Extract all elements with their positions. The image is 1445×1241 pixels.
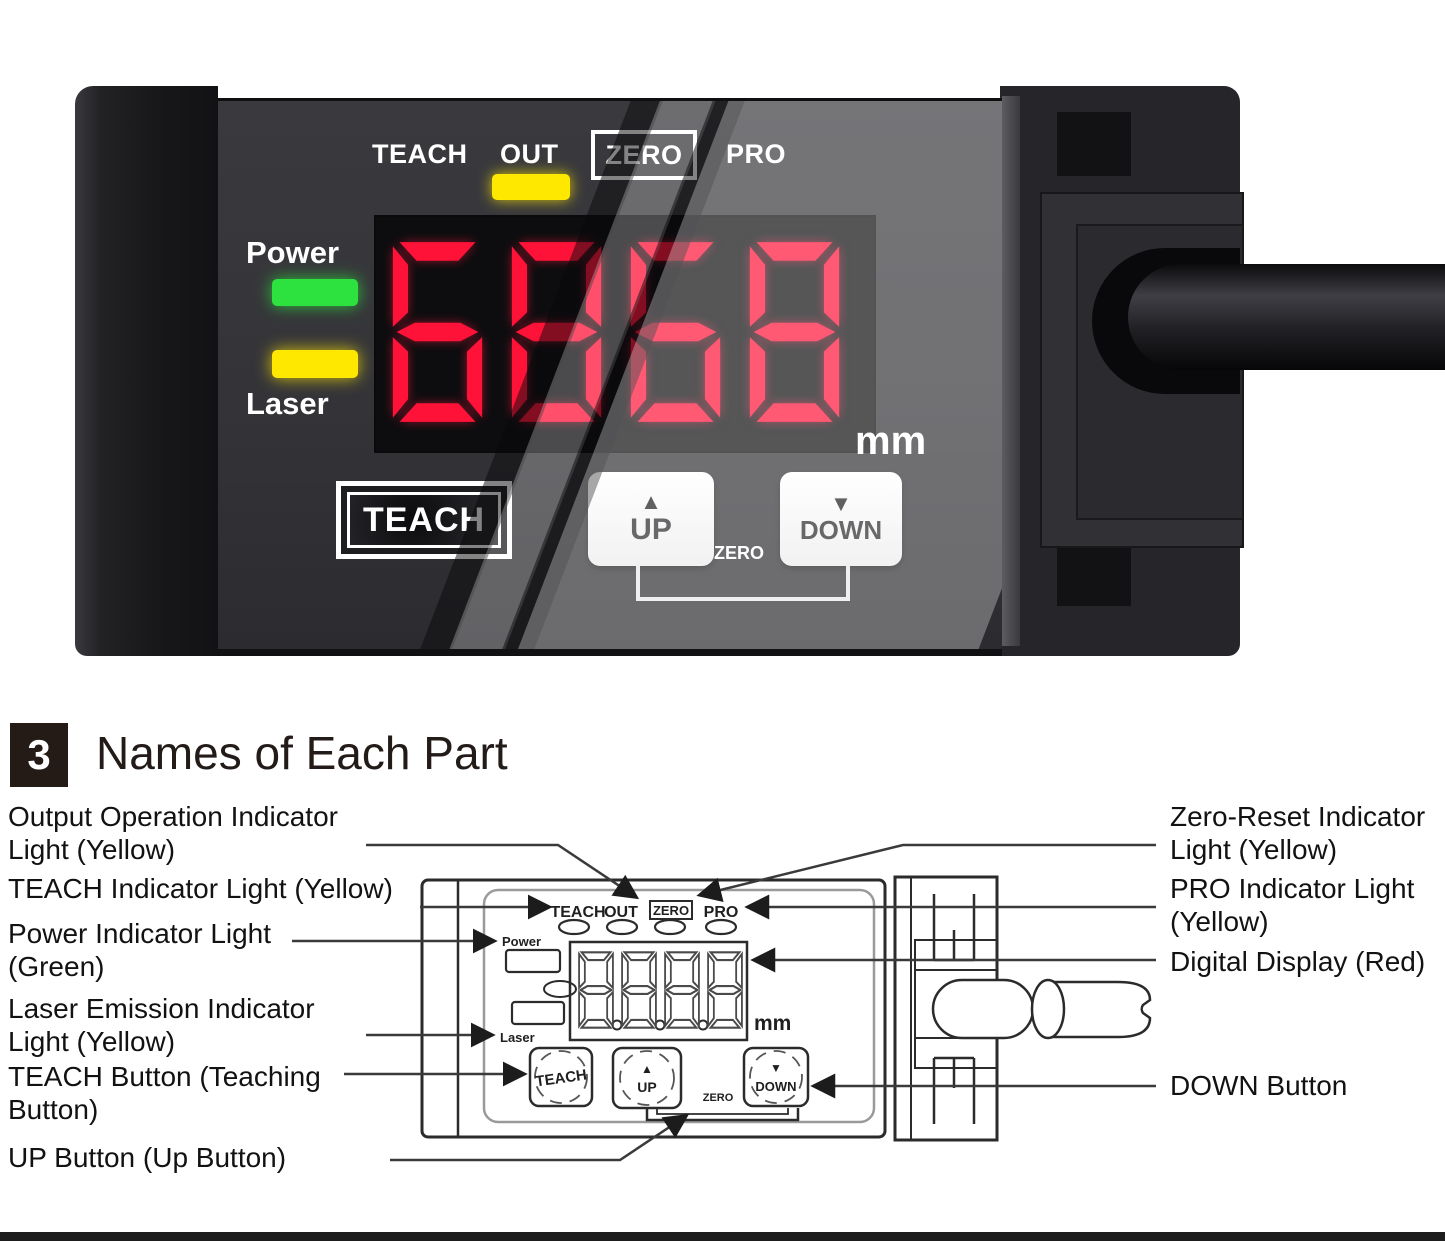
diagram-label-pro: PRO: [704, 904, 739, 921]
label-power-indicator: Power Indicator Light (Green): [8, 918, 272, 982]
diagram-display-digits: [578, 951, 743, 1029]
down-arrow-icon: ▼: [830, 490, 852, 516]
page-bottom-rule: [0, 1232, 1445, 1241]
diagram-down-arrow-icon: ▼: [770, 1061, 782, 1075]
label-teach-indicator: TEACH Indicator Light (Yellow): [8, 873, 393, 904]
zero-combo-bracket: [636, 563, 850, 601]
unit-label: mm: [855, 419, 927, 463]
label-teach-button: TEACH Button (Teaching Button): [8, 1061, 321, 1125]
diagram-laser-led: [510, 1000, 566, 1026]
diagram-teach-button: [528, 1046, 594, 1108]
label-up-button: UP Button (Up Button): [8, 1142, 287, 1173]
diagram-display: [568, 940, 749, 1042]
diagram-up-arrow-icon: ▲: [641, 1062, 653, 1076]
power-led: [272, 279, 358, 306]
diagram-cable: [931, 978, 1035, 1040]
diagram-power-led: [504, 948, 562, 974]
down-button-label: DOWN: [799, 514, 883, 545]
diagram-label-teach: TEACH: [550, 904, 605, 921]
label-down-button: DOWN Button: [1170, 1070, 1348, 1101]
label-pro-indicator: PRO Indicator Light (Yellow): [1170, 873, 1415, 937]
callout-line-up-button: [390, 1113, 690, 1162]
label-laser-emission-indicator: Laser Emission Indicator Light (Yellow): [8, 993, 315, 1057]
diagram-unit-label: mm: [754, 1012, 791, 1035]
diagram-up-button: [611, 1046, 683, 1110]
indicator-label-out: OUT: [500, 139, 559, 169]
indicator-label-teach: TEACH: [372, 139, 468, 169]
laser-label: Laser: [246, 386, 329, 421]
parts-diagram: TEACH OUT ZERO PRO Power Laser mm TEACH …: [292, 843, 1156, 1162]
indicator-label-pro: PRO: [726, 139, 787, 169]
diagram-teach-button-label: TEACH: [534, 1066, 588, 1090]
device-body-left: [75, 86, 218, 656]
laser-led: [272, 350, 358, 378]
diagram-zero-combo-label: ZERO: [703, 1092, 734, 1104]
device-front-panel: TEACH OUT ZERO PRO Power Laser mm TEACH …: [218, 98, 1002, 656]
callout-line-output-operation: [366, 843, 640, 900]
section-number: 3: [10, 723, 68, 787]
diagram-power-label: Power: [502, 934, 541, 949]
label-zero-reset-indicator: Zero-Reset Indicator Light (Yellow): [1170, 801, 1426, 865]
label-output-operation-indicator: Output Operation Indicator Light (Yellow…: [8, 801, 338, 865]
up-arrow-icon: ▲: [640, 489, 662, 514]
down-button: ▼ DOWN: [780, 472, 902, 566]
bracket-edge-highlight: [1002, 96, 1020, 646]
diagram-down-button: [742, 1046, 810, 1108]
diagram-label-out: OUT: [604, 904, 638, 921]
section-title: Names of Each Part: [96, 727, 508, 779]
diagram-up-button-label: UP: [637, 1079, 656, 1095]
cable: [1128, 264, 1445, 370]
up-button: ▲ UP: [588, 472, 714, 566]
up-button-label: UP: [630, 513, 672, 546]
zero-combo-label: ZERO: [714, 543, 765, 563]
diagram-label-zero: ZERO: [653, 903, 689, 918]
diagram-laser-label: Laser: [500, 1030, 535, 1045]
bracket-notch-bottom: [1057, 542, 1131, 606]
diagram-zero-frame: [649, 900, 693, 920]
out-indicator-led: [492, 174, 570, 200]
diagram-down-button-label: DOWN: [755, 1079, 796, 1094]
callout-line-zero-reset: [696, 843, 1156, 903]
power-label: Power: [246, 235, 340, 270]
label-digital-display: Digital Display (Red): [1170, 946, 1426, 977]
bracket-notch-top: [1057, 112, 1131, 176]
